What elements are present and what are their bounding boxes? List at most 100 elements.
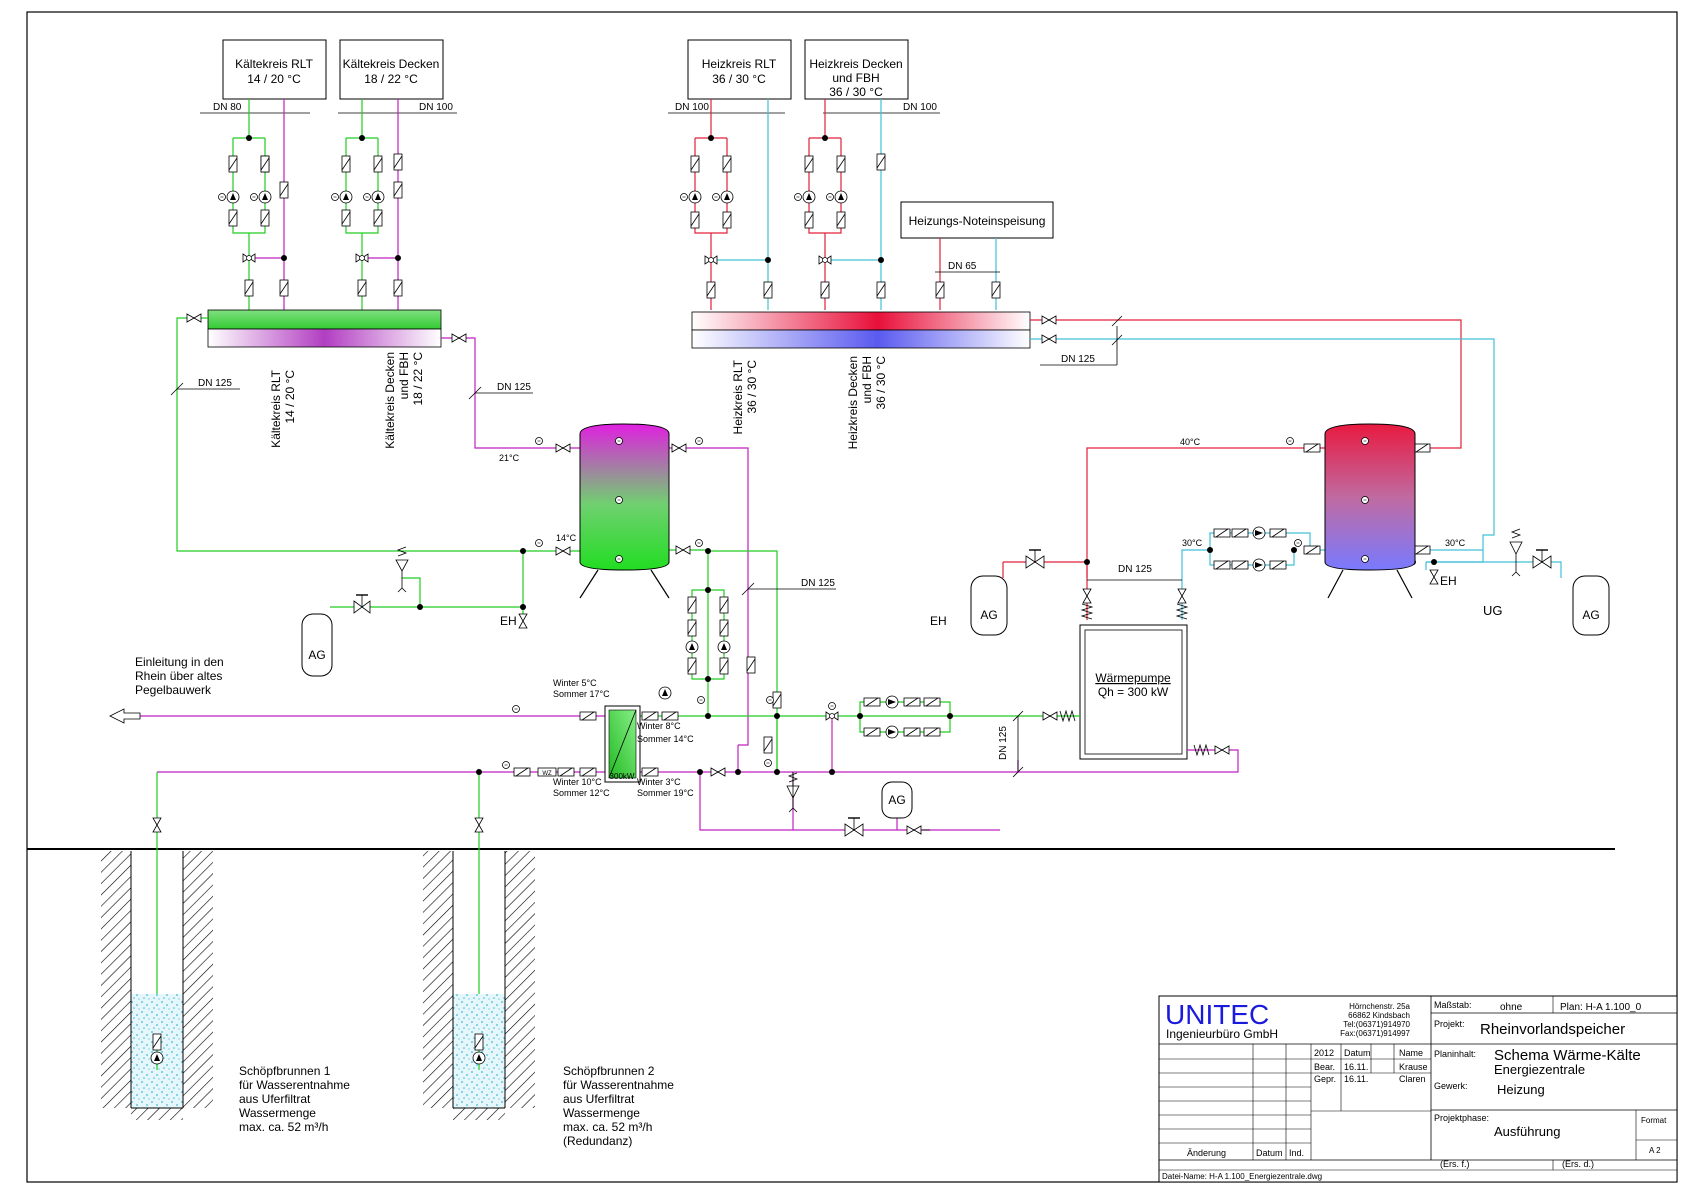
vlabel-h-decken-2: und FBH	[860, 356, 874, 403]
svg-text:UG: UG	[1483, 603, 1503, 618]
svg-text:A 2: A 2	[1649, 1146, 1661, 1155]
safety-valve-icon	[1509, 528, 1523, 577]
title-block: UNITEC Ingenieurbüro GmbH Hörnchenstr. 2…	[1158, 995, 1678, 1183]
svg-text:Claren: Claren	[1399, 1074, 1426, 1084]
shutoff-valve-icon	[1025, 549, 1045, 569]
svg-text:Qh = 300 kW: Qh = 300 kW	[1098, 685, 1169, 699]
well-2-note: Schöpfbrunnen 2 für Wasserentnahme aus U…	[563, 1064, 674, 1148]
svg-text:Gepr.: Gepr.	[1314, 1074, 1336, 1084]
svg-text:Wassermenge: Wassermenge	[239, 1106, 316, 1120]
vlabel-k-rlt-2: 14 / 20 °C	[283, 370, 297, 424]
svg-text:Sommer 12°C: Sommer 12°C	[553, 788, 610, 798]
svg-text:Fax:(06371)914997: Fax:(06371)914997	[1340, 1029, 1410, 1038]
svg-text:Rheinvorlandspeicher: Rheinvorlandspeicher	[1480, 1021, 1625, 1038]
svg-text:21°C: 21°C	[499, 453, 520, 463]
svg-text:Schöpfbrunnen 2: Schöpfbrunnen 2	[563, 1064, 655, 1078]
svg-text:Maßstab:: Maßstab:	[1434, 1000, 1472, 1010]
heat-circuit-rlt	[694, 99, 769, 310]
svg-text:14 / 20 °C: 14 / 20 °C	[247, 72, 301, 86]
expansion-tank-middle: AG	[970, 575, 1008, 636]
svg-text:AG: AG	[1582, 608, 1599, 622]
svg-text:Krause: Krause	[1399, 1062, 1428, 1072]
shutoff-valve-icon	[844, 817, 864, 837]
svg-text:EH: EH	[930, 614, 947, 628]
svg-text:18 / 22 °C: 18 / 22 °C	[364, 72, 418, 86]
svg-text:(Redundanz): (Redundanz)	[563, 1134, 632, 1148]
svg-text:30°C: 30°C	[1182, 538, 1203, 548]
svg-text:Hörnchenstr. 25a: Hörnchenstr. 25a	[1349, 1002, 1410, 1011]
svg-text:2012: 2012	[1314, 1048, 1334, 1058]
consumer-heizkreis-decken: Heizkreis Decken und FBH 36 / 30 °C	[804, 39, 909, 100]
company-logo: UNITEC	[1165, 999, 1269, 1030]
svg-text:16.11.: 16.11.	[1344, 1074, 1368, 1084]
cold-circuit-rlt	[232, 99, 285, 310]
vlabel-k-decken-1: Kältekreis Decken	[383, 352, 397, 449]
svg-text:30°C: 30°C	[1445, 538, 1466, 548]
svg-text:AG: AG	[308, 648, 325, 662]
circuit-fittings	[218, 135, 1001, 299]
svg-text:für Wasserentnahme: für Wasserentnahme	[563, 1078, 674, 1092]
svg-text:Änderung: Änderung	[1187, 1148, 1226, 1158]
vlabel-k-rlt-1: Kältekreis RLT	[269, 369, 283, 447]
svg-text:Heizung: Heizung	[1497, 1082, 1545, 1097]
svg-text:Einleitung in den: Einleitung in den	[135, 655, 224, 669]
svg-text:Projektphase:: Projektphase:	[1434, 1113, 1489, 1123]
svg-text:DN 100: DN 100	[675, 102, 709, 113]
cold-circuit-decken	[345, 99, 399, 310]
svg-text:(Ers. f.): (Ers. f.)	[1440, 1159, 1470, 1169]
rhein-discharge-note: Einleitung in den Rhein über altes Pegel…	[135, 655, 224, 697]
cold-distributor	[207, 309, 442, 348]
discharge-arrow-icon	[109, 708, 141, 724]
svg-text:66862 Kindsbach: 66862 Kindsbach	[1348, 1011, 1410, 1020]
svg-text:DN 125: DN 125	[801, 578, 835, 589]
svg-text:DN 125: DN 125	[497, 382, 531, 393]
svg-text:Heizkreis Decken: Heizkreis Decken	[809, 57, 902, 71]
svg-text:Wärmepumpe: Wärmepumpe	[1095, 671, 1171, 685]
svg-text:Planinhalt:: Planinhalt:	[1434, 1049, 1476, 1059]
svg-text:Name: Name	[1399, 1048, 1423, 1058]
svg-text:für Wasserentnahme: für Wasserentnahme	[239, 1078, 350, 1092]
expansion-tank-right: AG	[1572, 575, 1610, 636]
svg-text:DN 125: DN 125	[1061, 354, 1095, 365]
svg-text:max. ca. 52 m³/h: max. ca. 52 m³/h	[239, 1120, 328, 1134]
svg-text:Kältekreis Decken: Kältekreis Decken	[343, 57, 440, 71]
consumer-heizungs-noteinspeisung: Heizungs-Noteinspeisung	[900, 201, 1054, 239]
svg-text:40°C: 40°C	[1180, 437, 1201, 447]
svg-text:Winter 8°C: Winter 8°C	[637, 721, 681, 731]
shutoff-valve-icon	[1532, 549, 1552, 569]
vlabel-h-rlt-1: Heizkreis RLT	[731, 359, 745, 434]
svg-text:Pegelbauwerk: Pegelbauwerk	[135, 683, 212, 697]
dn-header-lines: DN 80 DN 100 DN 100 DN 100	[200, 102, 940, 114]
svg-text:Datei-Name: H-A 1.100_Energi: Datei-Name: H-A 1.100_Energiezentrale.dw…	[1162, 1172, 1322, 1181]
expansion-tank-left: AG	[301, 613, 333, 677]
svg-text:16.11.: 16.11.	[1344, 1062, 1368, 1072]
cold-storage-tank	[579, 423, 670, 599]
svg-text:14°C: 14°C	[556, 533, 577, 543]
svg-text:Heizkreis RLT: Heizkreis RLT	[702, 57, 777, 71]
well-2	[423, 851, 535, 1120]
vlabel-h-rlt-2: 36 / 30 °C	[745, 360, 759, 414]
svg-text:DN 100: DN 100	[903, 102, 937, 113]
svg-text:Gewerk:: Gewerk:	[1434, 1081, 1468, 1091]
distributor-labels: Kältekreis RLT 14 / 20 °C Kältekreis Dec…	[269, 352, 888, 450]
cold-piping	[176, 317, 778, 770]
safety-valve-icon	[786, 772, 800, 813]
well-water-fittings: WZ	[109, 686, 1230, 837]
svg-text:Projekt:: Projekt:	[1434, 1019, 1465, 1029]
vlabel-k-decken-3: 18 / 22 °C	[411, 352, 425, 406]
svg-text:Winter 10°C: Winter 10°C	[553, 777, 602, 787]
svg-text:Sommer 19°C: Sommer 19°C	[637, 788, 694, 798]
svg-text:Heizungs-Noteinspeisung: Heizungs-Noteinspeisung	[909, 214, 1046, 228]
heat-piping	[1002, 319, 1562, 620]
svg-text:Kältekreis RLT: Kältekreis RLT	[235, 57, 313, 71]
svg-text:Sommer 17°C: Sommer 17°C	[553, 689, 610, 699]
svg-text:Sommer 14°C: Sommer 14°C	[637, 734, 694, 744]
svg-text:ohne: ohne	[1500, 1002, 1523, 1013]
heat-pump: Wärmepumpe Qh = 300 kW	[1079, 624, 1188, 760]
consumer-kaeltekreis-rlt: Kältekreis RLT 14 / 20 °C	[222, 39, 327, 100]
shutoff-valve-icon	[353, 594, 371, 614]
svg-text:Schema Wärme-Kälte: Schema Wärme-Kälte	[1494, 1047, 1641, 1064]
vlabel-h-decken-1: Heizkreis Decken	[846, 356, 860, 449]
